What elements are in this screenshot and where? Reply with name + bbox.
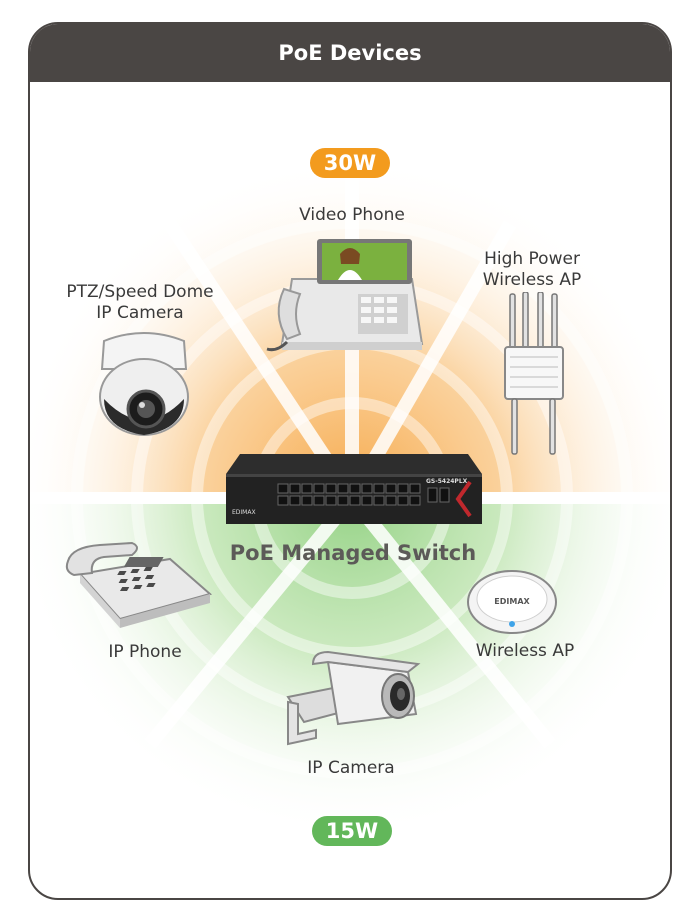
switch-brand: EDIMAX: [232, 509, 256, 516]
high-power-ap-label-line1: High Power: [484, 249, 580, 269]
card-title: PoE Devices: [30, 24, 670, 82]
high-power-ap-label: High Power Wireless AP: [452, 249, 612, 291]
ptz-camera-label: PTZ/Speed Dome IP Camera: [60, 282, 220, 324]
ptz-camera-label-line1: PTZ/Speed Dome: [66, 282, 214, 302]
ceiling-ap-icon: EDIMAX: [467, 570, 557, 634]
high-power-ap-label-line2: Wireless AP: [482, 270, 582, 290]
switch-model: GS-5424PLX: [426, 478, 468, 485]
desk-phone-icon: [65, 541, 213, 628]
switch-label: PoE Managed Switch: [229, 541, 477, 565]
wireless-ap-label: Wireless AP: [475, 641, 575, 661]
video-phone-label: Video Phone: [299, 205, 405, 225]
outdoor-ap-icon: [504, 292, 564, 455]
poe-devices-card: PoE Devices: [28, 22, 672, 900]
poe-switch-icon: EDIMAX GS-5424PLX: [226, 454, 482, 524]
bullet-camera-icon: [286, 650, 421, 746]
ip-phone-label: IP Phone: [108, 642, 182, 662]
ip-camera-label: IP Camera: [307, 758, 395, 778]
dome-camera-icon: [99, 332, 189, 436]
video-phone-icon: [266, 239, 424, 352]
power-badge-15w: 15W: [312, 816, 392, 846]
power-badge-30w: 30W: [310, 148, 390, 178]
ptz-camera-label-line2: IP Camera: [96, 303, 184, 323]
ap-brand-logo: EDIMAX: [494, 597, 530, 606]
